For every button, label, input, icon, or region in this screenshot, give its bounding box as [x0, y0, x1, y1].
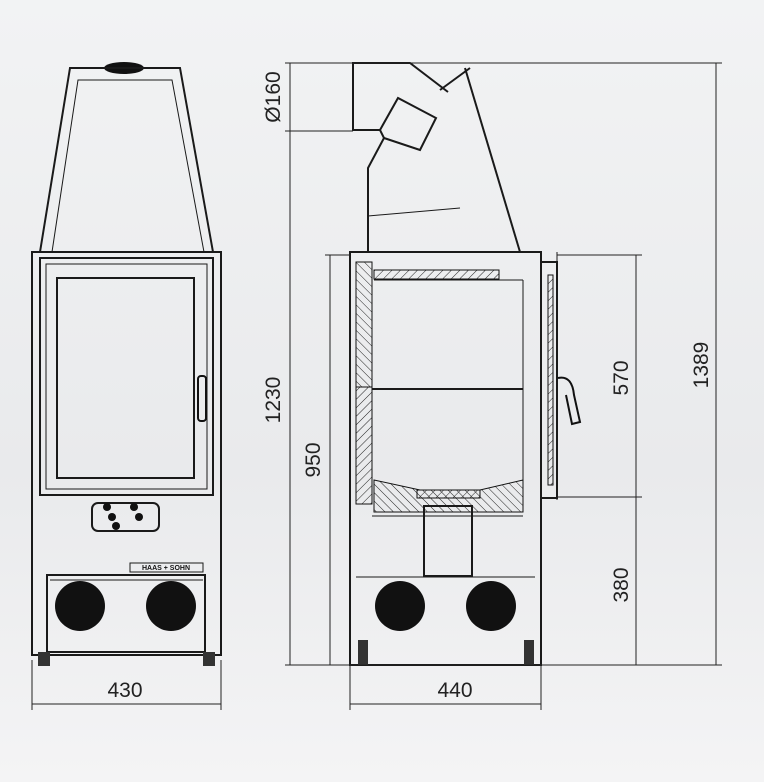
logo-plate — [129, 562, 204, 573]
dim-flue-height: 1230 — [262, 377, 285, 424]
control-knob — [103, 503, 111, 511]
front-door-frame — [39, 257, 214, 496]
side-vent-right — [466, 581, 516, 631]
dimension-lines — [31, 62, 722, 710]
control-knob — [112, 522, 120, 530]
side-view — [349, 62, 582, 666]
dim-front-width: 430 — [107, 679, 142, 702]
flue-top — [439, 67, 471, 91]
dim-flue-diameter: Ø160 — [262, 71, 285, 122]
dim-side-height: 950 — [302, 442, 325, 477]
front-view: HAAS + SOHN — [31, 62, 222, 666]
control-knob — [108, 513, 116, 521]
baffle-line — [367, 207, 461, 217]
door-handle — [197, 375, 207, 422]
control-knob — [135, 513, 143, 521]
control-plate — [91, 502, 160, 532]
ash-drawer — [46, 574, 206, 653]
firebrick-left-lower — [355, 386, 373, 505]
dim-side-depth: 440 — [437, 679, 472, 702]
flue-elbow — [379, 96, 438, 152]
foot-right — [203, 652, 215, 666]
side-vent-left — [375, 581, 425, 631]
side-door-handle — [557, 376, 582, 426]
side-foot-left — [358, 640, 368, 665]
baffle-plate — [373, 269, 500, 280]
air-vent-left — [55, 581, 105, 631]
dim-door-height: 570 — [610, 360, 633, 395]
side-door-glass — [547, 274, 554, 486]
flue-outline-right — [464, 67, 521, 253]
front-door-inner — [45, 263, 208, 490]
dim-total-height: 1389 — [690, 342, 713, 389]
dim-door-bottom: 380 — [610, 567, 633, 602]
front-body — [31, 251, 222, 656]
firebrick-left-upper — [355, 261, 373, 388]
logo-text: HAAS + SOHN — [142, 565, 190, 572]
foot-left — [38, 652, 50, 666]
air-vent-right — [146, 581, 196, 631]
front-hood-inner — [51, 79, 205, 253]
side-foot-right — [524, 640, 534, 665]
flue-outline-left — [352, 62, 449, 252]
front-glass — [56, 277, 195, 479]
grate — [416, 489, 481, 499]
ash-pan — [423, 505, 473, 577]
control-knob — [130, 503, 138, 511]
